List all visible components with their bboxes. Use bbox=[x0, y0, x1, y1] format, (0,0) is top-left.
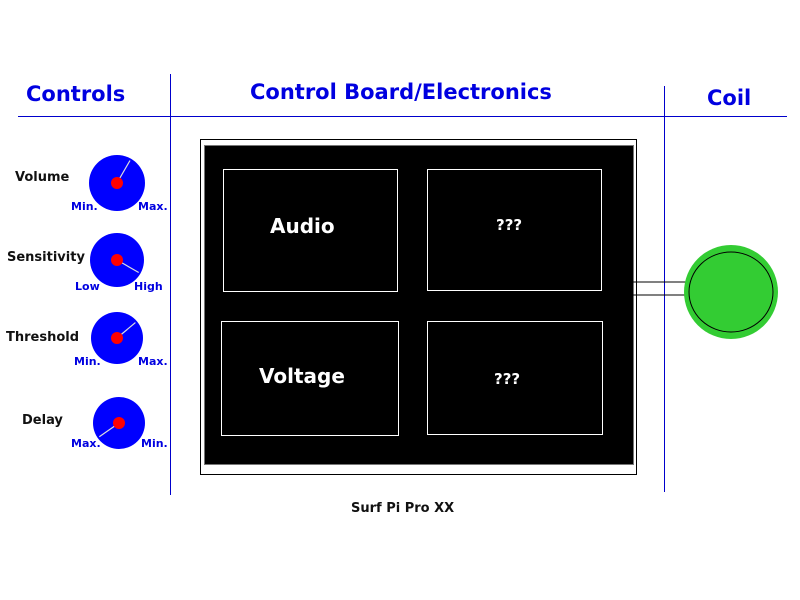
control-label: Volume bbox=[15, 170, 70, 185]
knob-center bbox=[111, 177, 123, 189]
delay-knob[interactable] bbox=[92, 396, 146, 450]
scale-min-label: Min. bbox=[74, 355, 101, 368]
knob-center bbox=[113, 417, 125, 429]
scale-max-label: Max. bbox=[138, 355, 168, 368]
threshold-knob[interactable] bbox=[90, 311, 144, 365]
module-label: ??? bbox=[494, 370, 521, 388]
module-label: Voltage bbox=[259, 364, 345, 388]
knob-center bbox=[111, 254, 123, 266]
board-header: Control Board/Electronics bbox=[250, 80, 552, 104]
module-audio[interactable]: Audio bbox=[223, 169, 398, 292]
control-label: Delay bbox=[22, 413, 63, 428]
device-name: Surf Pi Pro XX bbox=[351, 501, 455, 516]
coil-assembly bbox=[633, 245, 778, 339]
volume-knob[interactable] bbox=[88, 154, 146, 212]
module-label: Audio bbox=[270, 214, 335, 238]
coil-icon[interactable] bbox=[684, 245, 778, 339]
control-label: Sensitivity bbox=[7, 250, 85, 265]
control-label: Threshold bbox=[6, 330, 80, 345]
column-divider-left bbox=[170, 74, 171, 495]
scale-max-label: Min. bbox=[141, 437, 168, 450]
module-label: ??? bbox=[496, 216, 523, 234]
scale-min-label: Min. bbox=[71, 200, 98, 213]
column-divider-right bbox=[664, 86, 665, 492]
module-unknown-2[interactable]: ??? bbox=[427, 321, 603, 435]
scale-max-label: High bbox=[134, 280, 163, 293]
module-unknown-1[interactable]: ??? bbox=[427, 169, 602, 291]
sensitivity-knob[interactable] bbox=[89, 232, 145, 288]
scale-min-label: Low bbox=[75, 280, 100, 293]
knob-center bbox=[111, 332, 123, 344]
coil-header: Coil bbox=[707, 86, 752, 110]
module-voltage[interactable]: Voltage bbox=[221, 321, 399, 436]
scale-min-label: Max. bbox=[71, 437, 101, 450]
header-divider bbox=[18, 116, 787, 117]
coil-inner-ring bbox=[688, 251, 774, 333]
scale-max-label: Max. bbox=[138, 200, 168, 213]
controls-header: Controls bbox=[26, 82, 126, 106]
